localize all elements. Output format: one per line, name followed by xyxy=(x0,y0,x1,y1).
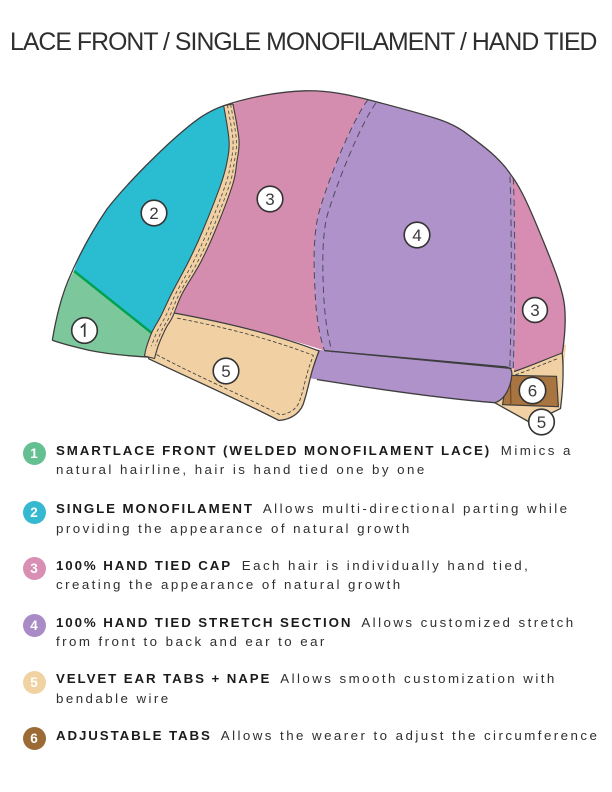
svg-text:4: 4 xyxy=(412,226,421,245)
svg-text:5: 5 xyxy=(537,413,546,432)
svg-text:6: 6 xyxy=(528,382,537,401)
svg-text:2: 2 xyxy=(149,204,158,223)
svg-text:3: 3 xyxy=(265,190,274,209)
svg-text:3: 3 xyxy=(530,301,539,320)
svg-text:5: 5 xyxy=(221,362,230,381)
